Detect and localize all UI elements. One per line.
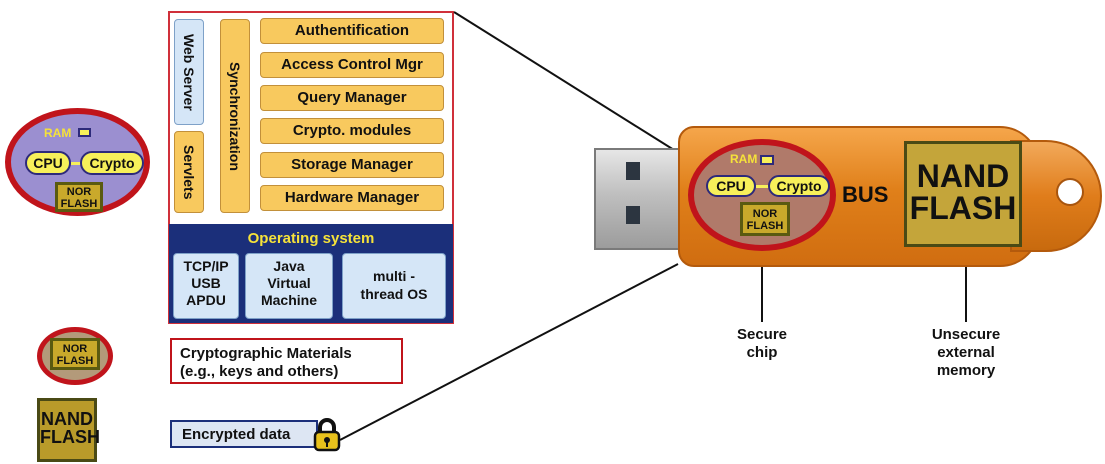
legend-encrypted-data: Encrypted data (170, 420, 318, 448)
nor-flash-small: NOR FLASH (55, 182, 103, 212)
synchronization-box: Synchronization (220, 19, 250, 213)
secure-chip-caption: Secure chip (736, 326, 788, 361)
crypto-pill-device: Crypto (768, 175, 830, 197)
legend-nand-flash: NAND FLASH (37, 398, 100, 462)
os-title: Operating system (247, 230, 375, 247)
connector-line-device (756, 185, 770, 188)
unsecure-memory-caption: Unsecure external memory (931, 326, 1001, 379)
ram-label-device: RAM (730, 152, 758, 166)
nor-flash-device: NOR FLASH (740, 202, 790, 236)
usb-connector-hole-top (626, 162, 640, 180)
lock-icon (313, 418, 341, 452)
ram-label-small: RAM (44, 126, 72, 140)
crypto-pill-small: Crypto (80, 151, 144, 175)
module-storage-manager: Storage Manager (260, 152, 444, 178)
web-server-box: Web Server (174, 19, 204, 125)
keyring-hole (1056, 178, 1084, 206)
os-component-network: TCP/IP USB APDU (173, 253, 239, 319)
lower-zoom-line (339, 263, 679, 441)
bus-label: BUS (842, 182, 889, 207)
usb-connector-hole-bottom (626, 206, 640, 224)
module-crypto: Crypto. modules (260, 118, 444, 144)
usb-connector (594, 148, 686, 250)
cpu-pill-small: CPU (25, 151, 71, 175)
os-component-jvm: Java Virtual Machine (245, 253, 333, 319)
legend-nor-flash: NOR FLASH (50, 338, 100, 370)
ram-chip-icon (78, 128, 91, 137)
module-access-control: Access Control Mgr (260, 52, 444, 78)
ram-chip-icon-device (760, 155, 774, 165)
cpu-pill-device: CPU (706, 175, 756, 197)
module-query-manager: Query Manager (260, 85, 444, 111)
nand-flash-device: NAND FLASH (904, 141, 1022, 247)
upper-zoom-line (453, 11, 691, 161)
os-component-multithread: multi - thread OS (342, 253, 446, 319)
connector-line-small (71, 162, 83, 165)
servlets-box: Servlets (174, 131, 204, 213)
module-hardware-manager: Hardware Manager (260, 185, 444, 211)
legend-crypto-materials: Cryptographic Materials (e.g., keys and … (170, 338, 403, 384)
module-authentification: Authentification (260, 18, 444, 44)
